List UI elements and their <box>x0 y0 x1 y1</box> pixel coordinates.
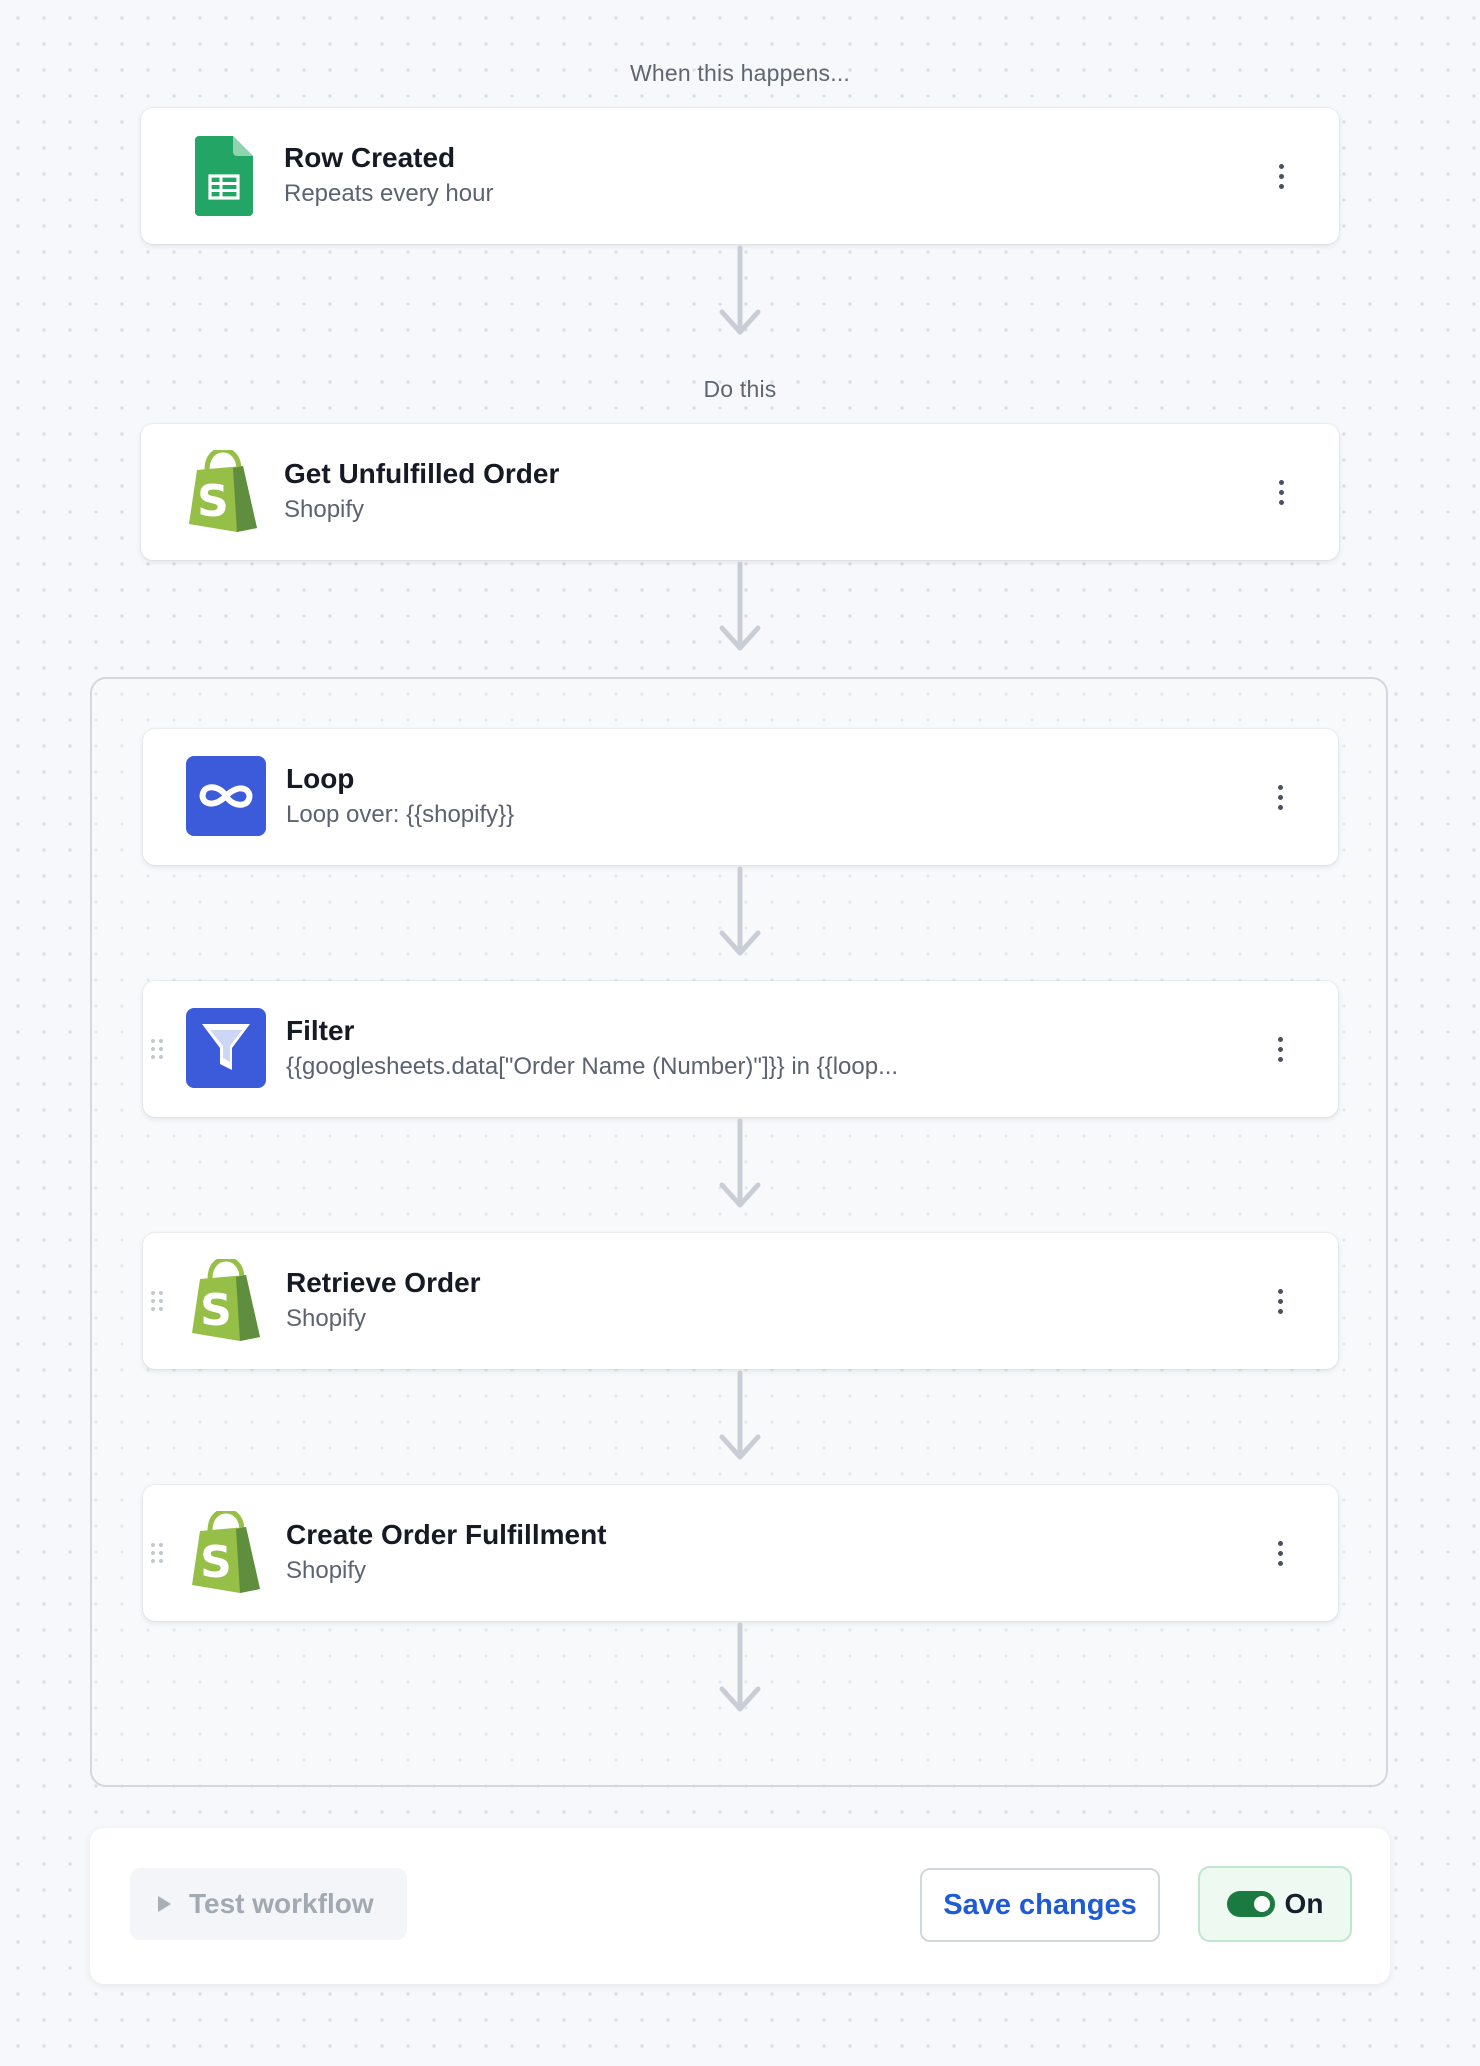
step-card-retrieve-order[interactable]: S Retrieve Order Shopify <box>143 1233 1338 1369</box>
step-title: Create Order Fulfillment <box>286 1519 607 1550</box>
connector-arrow-icon <box>716 865 764 961</box>
step-subtitle: Loop over: {{shopify}} <box>286 801 515 828</box>
action-section-label: Do this <box>703 376 777 402</box>
step-subtitle: Shopify <box>286 1557 367 1584</box>
toggle-label: On <box>1284 1888 1324 1919</box>
more-options-icon[interactable] <box>1268 1029 1292 1069</box>
loop-icon <box>186 756 266 836</box>
step-subtitle: {{googlesheets.data["Order Name (Number)… <box>286 1053 899 1080</box>
step-subtitle: Shopify <box>284 496 365 523</box>
step-subtitle: Shopify <box>286 1305 367 1332</box>
connector-arrow-icon <box>716 244 764 340</box>
test-workflow-button[interactable]: Test workflow <box>130 1868 407 1940</box>
step-card-create-order-fulfillment[interactable]: S Create Order Fulfillment Shopify <box>143 1485 1338 1621</box>
filter-icon <box>186 1008 266 1088</box>
workflow-on-toggle[interactable]: On <box>1198 1866 1352 1942</box>
test-workflow-label: Test workflow <box>189 1888 374 1919</box>
connector-arrow-icon <box>716 1621 764 1717</box>
more-options-icon[interactable] <box>1269 156 1293 196</box>
step-title: Row Created <box>284 142 456 173</box>
save-changes-label: Save changes <box>943 1888 1137 1921</box>
step-card-filter[interactable]: Filter {{googlesheets.data["Order Name (… <box>143 981 1338 1117</box>
step-card-get-unfulfilled-order[interactable]: S Get Unfulfilled Order Shopify <box>141 424 1339 560</box>
drag-handle-icon[interactable] <box>151 1543 163 1563</box>
step-card-loop[interactable]: Loop Loop over: {{shopify}} <box>143 729 1338 865</box>
drag-handle-icon[interactable] <box>151 1291 163 1311</box>
save-changes-button[interactable]: Save changes <box>920 1868 1160 1942</box>
toggle-switch-icon <box>1226 1891 1275 1917</box>
step-title: Loop <box>286 763 355 794</box>
svg-text:S: S <box>200 1285 232 1336</box>
connector-arrow-icon <box>716 1117 764 1213</box>
more-options-icon[interactable] <box>1269 472 1293 512</box>
workflow-footer: Test workflow Save changes On <box>90 1828 1390 1984</box>
step-title: Retrieve Order <box>286 1267 481 1298</box>
play-icon <box>158 1896 171 1912</box>
google-sheets-icon <box>195 136 253 216</box>
svg-text:S: S <box>197 476 229 527</box>
more-options-icon[interactable] <box>1268 1281 1292 1321</box>
connector-arrow-icon <box>716 560 764 656</box>
drag-handle-icon[interactable] <box>151 1039 163 1059</box>
svg-text:S: S <box>200 1537 232 1588</box>
more-options-icon[interactable] <box>1268 777 1292 817</box>
more-options-icon[interactable] <box>1268 1533 1292 1573</box>
shopify-icon: S <box>190 1256 262 1341</box>
shopify-icon: S <box>187 447 259 532</box>
shopify-icon: S <box>190 1508 262 1593</box>
step-title: Get Unfulfilled Order <box>284 458 560 489</box>
step-card-row-created[interactable]: Row Created Repeats every hour <box>141 108 1339 244</box>
step-title: Filter <box>286 1015 355 1046</box>
connector-arrow-icon <box>716 1369 764 1465</box>
step-subtitle: Repeats every hour <box>284 180 494 207</box>
trigger-section-label: When this happens... <box>629 60 851 86</box>
